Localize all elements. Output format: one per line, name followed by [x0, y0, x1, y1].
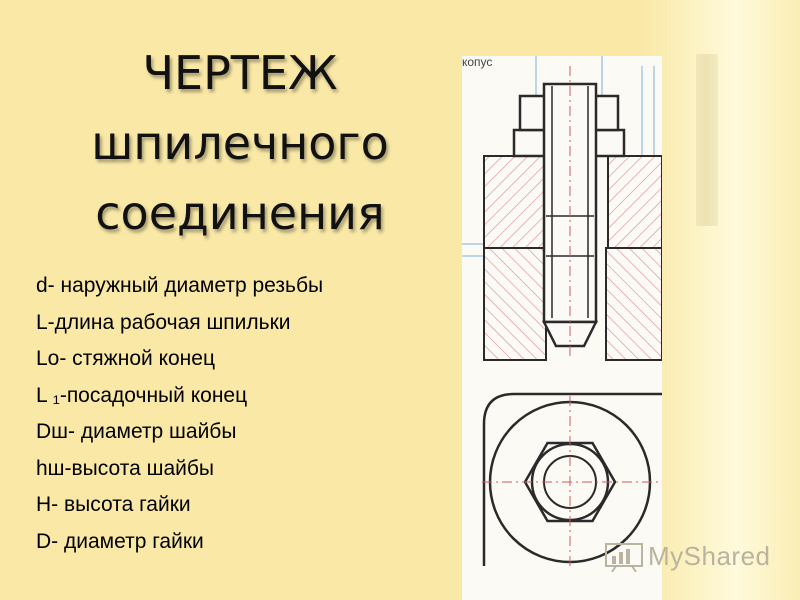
watermark: MyShared	[604, 536, 774, 576]
stud	[541, 66, 599, 356]
title-line-3: соединения	[95, 186, 385, 240]
legend-item-hw: hш-высота шайбы	[36, 456, 214, 480]
title-line-2: шпилечного	[91, 116, 389, 170]
slide-title: ЧЕРТЕЖ шпилечного соединения	[40, 38, 440, 248]
side-strip	[696, 54, 718, 226]
legend-item-dn: D- диаметр гайки	[36, 529, 204, 553]
legend-list: d- наружный диаметр резьбы L-длина рабоч…	[36, 268, 456, 560]
presentation-logo-icon	[605, 543, 643, 572]
lower-plate	[483, 247, 662, 361]
legend-item-d: d- наружный диаметр резьбы	[36, 274, 324, 297]
legend-item-l1: L ₁-посадочный конец	[36, 383, 248, 407]
legend-item-lo: Lo- стяжной конец	[36, 347, 215, 370]
stud-connection-drawing: копус	[462, 56, 662, 600]
plan-view	[482, 392, 662, 568]
watermark-text: MyShared	[648, 541, 771, 571]
legend-item-h: H- высота гайки	[36, 493, 191, 516]
background-glow	[640, 0, 800, 600]
legend-item-dw: Dш- диаметр шайбы	[36, 420, 237, 443]
legend-item-l: L-длина рабочая шпильки	[36, 310, 291, 334]
corner-label: копус	[462, 56, 492, 69]
title-line-1: ЧЕРТЕЖ	[142, 46, 338, 100]
